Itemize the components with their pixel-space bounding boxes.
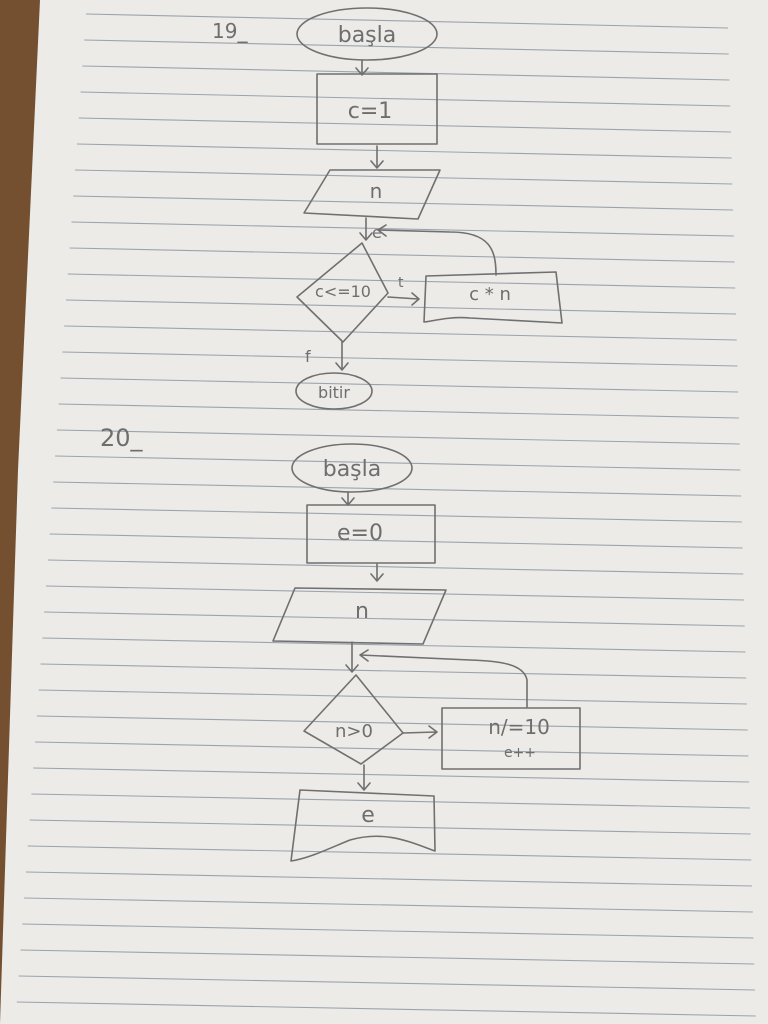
decision-diamond-20: [303, 674, 404, 765]
arrow-init-input-20: [370, 563, 384, 582]
ruled-line: [71, 221, 734, 237]
ruled-line: [67, 273, 736, 289]
ruled-line: [75, 169, 733, 185]
end-oval-19: [295, 372, 373, 410]
decision-label-20: n>0: [335, 721, 373, 742]
ruled-line: [16, 1001, 756, 1017]
arrow-input-decision-20: [345, 641, 359, 673]
decision-label-19: c<=10: [315, 282, 371, 301]
start-oval-20: [291, 443, 413, 493]
ruled-line: [33, 767, 750, 783]
loop-marker-19: e: [372, 223, 382, 242]
arrow-true-20: [402, 725, 438, 739]
ruled-line: [44, 611, 745, 627]
arrow-false-20: [357, 764, 371, 791]
ruled-line: [45, 585, 745, 601]
ruled-line: [51, 507, 742, 523]
ruled-line: [49, 533, 743, 549]
ruled-line: [64, 325, 737, 341]
ruled-line: [80, 91, 731, 107]
ruled-line: [42, 637, 746, 653]
arrow-true-19: [387, 292, 420, 306]
process-line2-20: e++: [504, 745, 536, 761]
output-shape-19: [423, 271, 563, 324]
ruled-line: [73, 195, 734, 211]
loop-back-line-19: [377, 224, 497, 276]
ruled-line: [35, 741, 749, 757]
arrow-init-input-19: [370, 145, 384, 169]
init-label-20: e=0: [337, 521, 383, 546]
ruled-line: [82, 65, 730, 81]
problem-19-number: 19_: [212, 19, 248, 43]
input-label-19: n: [370, 179, 383, 203]
ruled-line: [56, 429, 740, 445]
ruled-line: [58, 403, 739, 419]
end-label-19: bitir: [318, 383, 350, 402]
start-label-20: başla: [323, 457, 382, 482]
problem-20-number: 20_: [100, 424, 144, 452]
ruled-line: [20, 949, 755, 965]
ruled-line: [69, 247, 735, 263]
output-label-20: e: [361, 803, 375, 828]
ruled-line: [47, 559, 744, 575]
ruled-line: [31, 793, 750, 809]
output-label-19: c * n: [469, 284, 511, 305]
ruled-line: [36, 715, 748, 731]
decision-diamond-19: [296, 242, 389, 343]
init-label-19: c=1: [348, 99, 393, 124]
ruled-lines: [16, 13, 756, 1017]
arrow-false-19: [335, 341, 349, 371]
init-box-20: [306, 504, 436, 564]
input-parallelogram-20: [272, 587, 447, 645]
ruled-line: [55, 455, 741, 471]
start-label-19: başla: [338, 23, 397, 48]
flowchart-20: 20_ başla e=0 n n>0 n/=10 e++ e: [100, 424, 581, 862]
ruled-line: [25, 871, 753, 887]
ruled-line: [78, 117, 731, 133]
input-label-20: n: [355, 599, 369, 624]
flowchart-19: 19_ başla c=1 n e c<=10 t c * n f bitir: [212, 7, 563, 410]
arrow-input-decision-19: [359, 217, 373, 241]
false-label-19: f: [305, 347, 311, 366]
ruled-line: [53, 481, 742, 497]
ruled-line: [65, 299, 737, 315]
ruled-line: [85, 13, 729, 29]
process-box-20: [441, 707, 581, 770]
start-oval-19: [296, 7, 438, 61]
ruled-line: [40, 663, 747, 679]
init-box-19: [316, 73, 438, 145]
output-shape-20: [290, 789, 436, 862]
ruled-line: [60, 377, 739, 393]
input-parallelogram-19: [303, 169, 441, 220]
ruled-line: [22, 923, 754, 939]
loop-back-line-20: [359, 649, 528, 708]
ruled-line: [18, 975, 755, 991]
ruled-line: [76, 143, 732, 159]
ruled-line: [29, 819, 751, 835]
ruled-line: [84, 39, 729, 55]
ruled-line: [27, 845, 752, 861]
arrow-start-init-19: [355, 59, 369, 76]
ruled-line: [24, 897, 753, 913]
true-label-19: t: [398, 275, 404, 291]
ruled-line: [62, 351, 738, 367]
ruled-line: [38, 689, 747, 705]
process-line1-20: n/=10: [488, 715, 550, 739]
